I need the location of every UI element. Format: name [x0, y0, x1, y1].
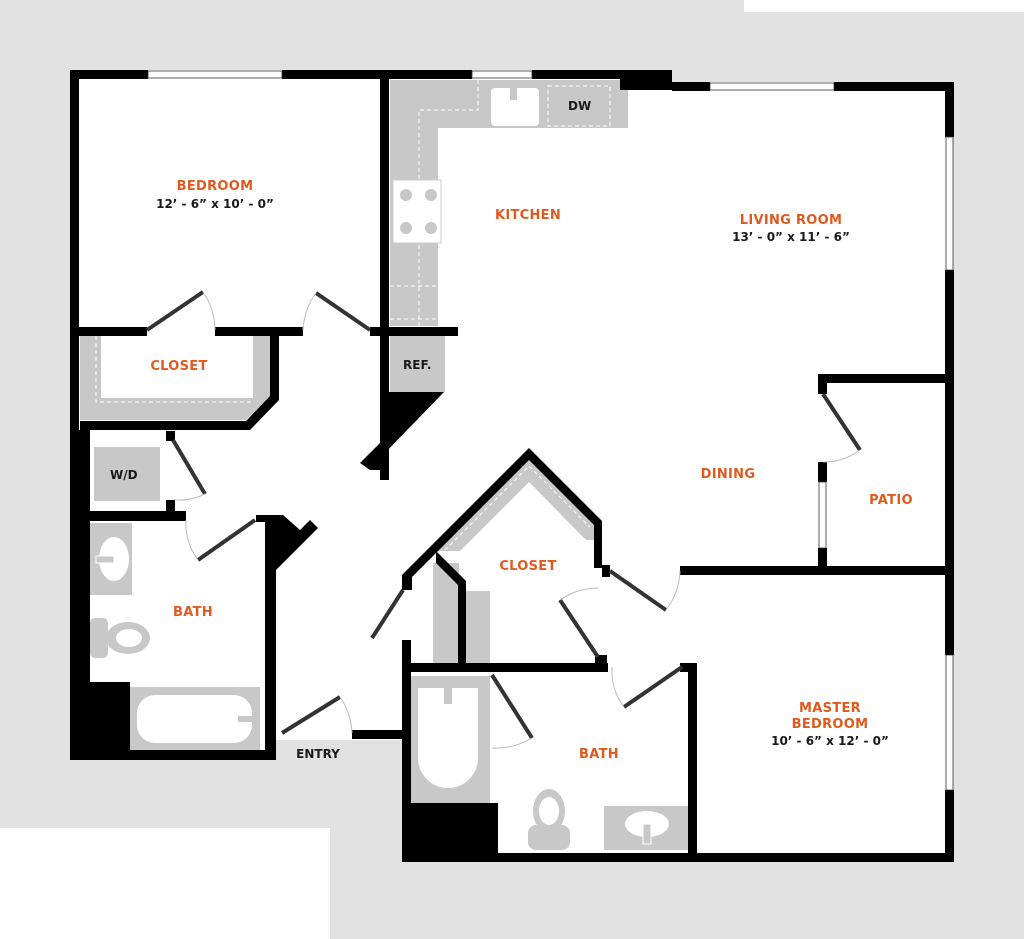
dishwasher: DW: [547, 85, 611, 127]
master-bedroom-dims: 10’ - 6” x 12’ - 0”: [771, 734, 889, 748]
interior-floor: [70, 70, 948, 862]
bedroom-closet-shelf: [80, 336, 270, 420]
kitchen-label: KITCHEN: [495, 208, 561, 223]
master-bedroom-label-line2: BEDROOM: [792, 717, 869, 732]
refrigerator-label: REF.: [403, 358, 431, 372]
bath1-label: BATH: [173, 605, 213, 620]
master-bedroom-label-line1: MASTER: [799, 701, 861, 716]
bedroom-label: BEDROOM: [177, 179, 254, 194]
washer-dryer-label: W/D: [110, 468, 138, 482]
room-labels: BEDROOM 12’ - 6” x 10’ - 0” KITCHEN LIVI…: [150, 179, 912, 762]
walls: [70, 70, 954, 862]
doors: [145, 290, 862, 749]
entry-label: ENTRY: [296, 747, 340, 761]
living-room-label: LIVING ROOM: [740, 213, 842, 228]
bath2-label: BATH: [579, 747, 619, 762]
bedroom-dims: 12’ - 6” x 10’ - 0”: [156, 197, 274, 211]
patio-label: PATIO: [869, 493, 913, 508]
master-closet-shelf: [431, 452, 594, 663]
living-room-dims: 13’ - 0” x 11’ - 6”: [732, 230, 850, 244]
counter-dashes: [390, 80, 479, 326]
windows: [147, 70, 954, 791]
bath1-sink: [90, 523, 132, 595]
refrigerator: REF.: [390, 336, 445, 392]
bath1-toilet: [90, 618, 150, 658]
dining-label: DINING: [701, 467, 756, 482]
sink-kitchen: [491, 82, 539, 126]
dishwasher-label: DW: [568, 99, 591, 113]
bath2-tub: [402, 676, 498, 862]
stove: [392, 179, 442, 244]
washer-dryer: W/D: [94, 447, 160, 501]
bath2-sink: [604, 806, 688, 850]
bedroom-closet-label: CLOSET: [150, 359, 207, 374]
bath1-tub: [70, 682, 260, 760]
master-closet-label: CLOSET: [499, 559, 556, 574]
bath2-toilet: [528, 789, 570, 850]
